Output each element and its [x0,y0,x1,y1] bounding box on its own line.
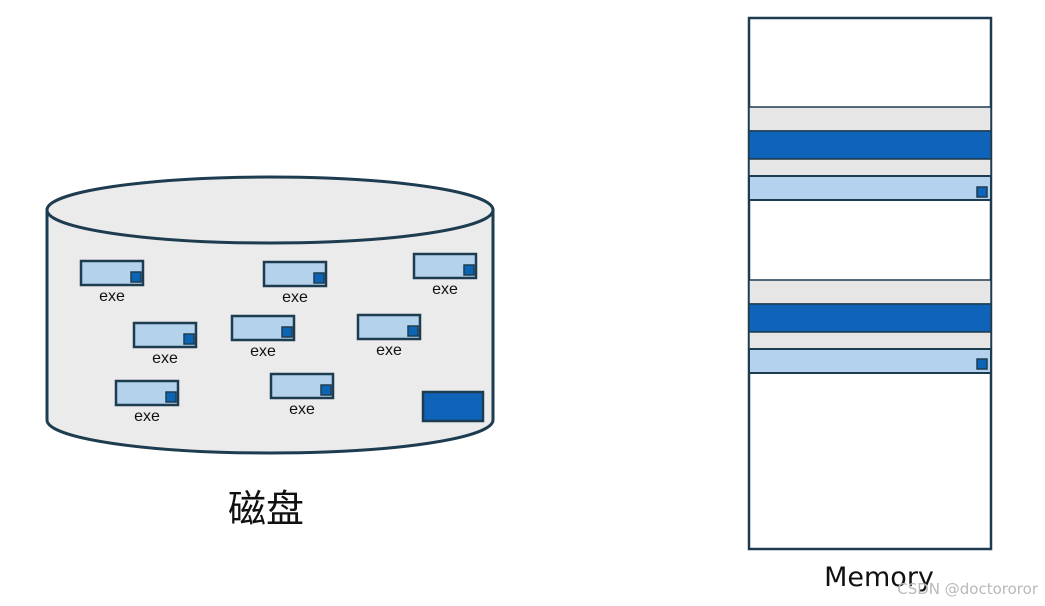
exe-file-label: exe [289,401,315,418]
memory-segment-gray [748,331,992,350]
exe-file-marker [407,325,419,337]
memory-caption: Memory [824,562,934,593]
disk-file-3: exe [132,321,198,367]
exe-file-marker [320,384,332,396]
memory-segment-dark [748,303,992,333]
exe-file-label: exe [250,343,276,360]
exe-file-label: exe [99,288,125,305]
exe-file-label: exe [152,350,178,367]
memory-segment-marker [976,186,988,198]
disk-file-2: exe [412,252,478,298]
memory-segment-gray [748,279,992,305]
memory-segment-light [748,348,992,374]
disk-file-4: exe [230,314,296,360]
exe-file-label: exe [282,289,308,306]
exe-file-marker [463,264,475,276]
disk-caption: 磁盘 [228,487,304,531]
disk-file-7: exe [269,372,335,418]
memory-segment-gray [748,158,992,177]
watermark: CSDN @doctororor [897,580,1039,598]
memory-segment-dark [748,130,992,160]
exe-file-marker [313,272,325,284]
disk-file-5: exe [356,313,422,359]
disk-file-1: exe [262,260,328,306]
exe-file-marker [281,326,293,338]
disk-top [45,175,495,245]
exe-file-marker [130,271,142,283]
exe-file-label: exe [134,408,160,425]
disk-file-0: exe [79,259,145,305]
exe-file-label: exe [376,342,402,359]
disk-data-block [421,390,485,423]
disk-file-6: exe [114,379,180,425]
exe-file-marker [165,391,177,403]
exe-file-marker [183,333,195,345]
exe-file-label: exe [432,281,458,298]
memory-segment-gray [748,106,992,132]
memory-segment-light [748,175,992,201]
memory-block [747,16,993,551]
memory-segment-marker [976,358,988,370]
